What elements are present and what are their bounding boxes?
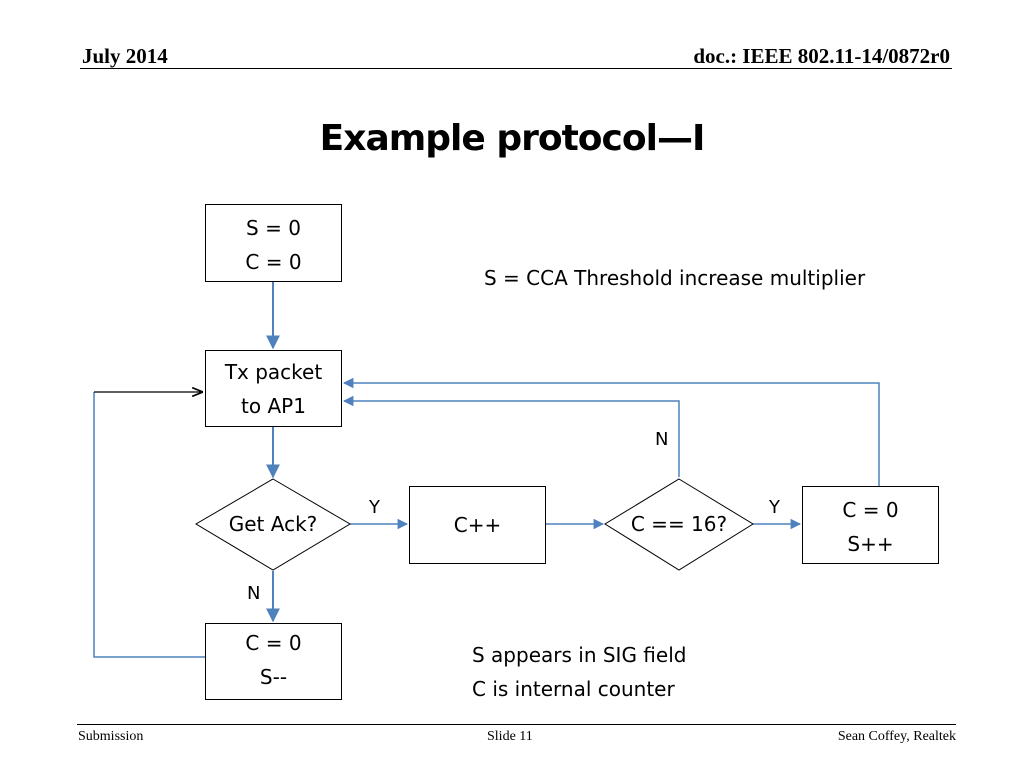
tx-packet-box: Tx packet to AP1 bbox=[205, 350, 342, 427]
footer-submission: Submission bbox=[78, 729, 144, 744]
ack-no-label: N bbox=[247, 583, 261, 604]
ack-decision-label: Get Ack? bbox=[229, 512, 318, 536]
count-yes-label: Y bbox=[769, 497, 780, 518]
arrow-increase-loop bbox=[342, 377, 880, 487]
increment-box: C++ bbox=[409, 486, 546, 564]
internal-counter-note: C is internal counter bbox=[472, 677, 675, 701]
footer-author: Sean Coffey, Realtek bbox=[837, 729, 956, 744]
footer-divider bbox=[77, 724, 956, 725]
decrease-box-line-2: S-- bbox=[259, 665, 288, 689]
count-decision-label: C == 16? bbox=[631, 512, 727, 536]
tx-box-line-1: Tx packet bbox=[224, 360, 323, 384]
increment-box-label: C++ bbox=[453, 513, 502, 537]
decrease-box-line-1: C = 0 bbox=[245, 631, 302, 655]
header-doc-id: doc.: IEEE 802.11-14/0872r0 bbox=[693, 44, 950, 68]
init-box-line-2: C = 0 bbox=[245, 250, 302, 274]
header-divider bbox=[80, 68, 952, 69]
decrease-box: C = 0 S-- bbox=[205, 623, 342, 700]
init-box: S = 0 C = 0 bbox=[205, 204, 342, 282]
ack-decision-diamond bbox=[195, 478, 351, 571]
init-box-line-1: S = 0 bbox=[246, 216, 301, 240]
slide-title: Example protocol—I bbox=[319, 118, 706, 159]
header-date: July 2014 bbox=[82, 44, 168, 68]
increase-box-line-1: C = 0 bbox=[842, 498, 899, 522]
arrow-check-no-loop bbox=[342, 395, 680, 477]
increase-box: C = 0 S++ bbox=[802, 486, 939, 564]
s-definition-note: S = CCA Threshold increase multiplier bbox=[484, 266, 866, 290]
legend-notes: S appears in SIG field C is internal cou… bbox=[472, 638, 686, 706]
count-no-label: N bbox=[655, 429, 669, 450]
arrow-decrease-loop-blue bbox=[93, 392, 205, 658]
ack-yes-label: Y bbox=[369, 497, 380, 518]
sig-field-note: S appears in SIG field bbox=[472, 643, 687, 667]
increase-box-line-2: S++ bbox=[847, 532, 894, 556]
tx-box-line-2: to AP1 bbox=[241, 394, 306, 418]
footer-slide-number: Slide 11 bbox=[487, 729, 533, 744]
count-decision-diamond bbox=[604, 478, 754, 571]
